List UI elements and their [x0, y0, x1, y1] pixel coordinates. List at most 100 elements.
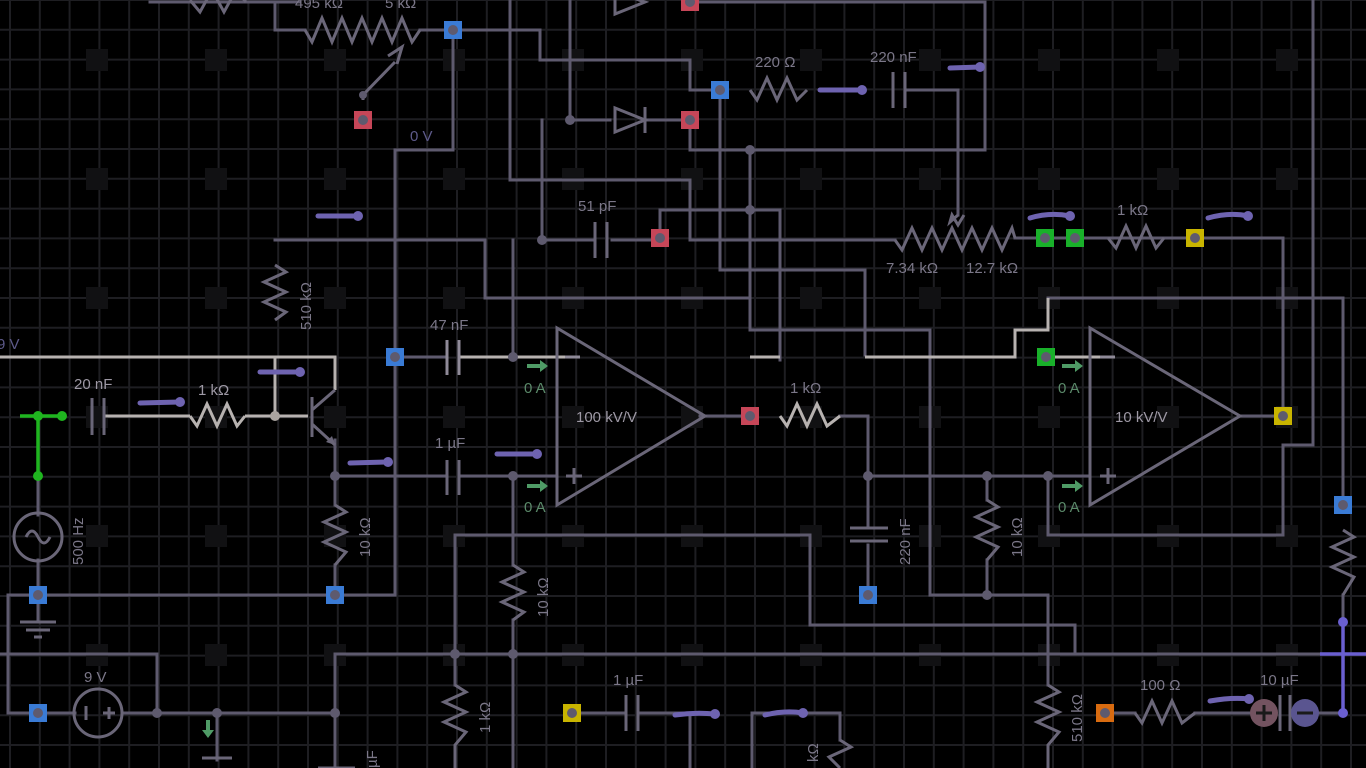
label-opamp2-minus-current: 0 A	[1058, 380, 1080, 397]
wire[interactable]	[750, 711, 842, 768]
wire[interactable]	[903, 88, 960, 217]
grid-pad	[919, 168, 941, 190]
resistor-220[interactable]	[748, 74, 809, 104]
resistor-10k-lower[interactable]	[498, 563, 528, 622]
grid-pad	[86, 287, 108, 309]
probe-tip[interactable]	[383, 457, 393, 467]
probe-tip[interactable]	[295, 367, 305, 377]
grid-pad	[324, 287, 346, 309]
grid-pad	[1157, 406, 1179, 428]
probe[interactable]	[762, 709, 806, 718]
probe-tip[interactable]	[353, 211, 363, 221]
label-510k-lower: 510 kΩ	[1069, 694, 1086, 742]
probe[interactable]	[347, 459, 391, 466]
grid-pad	[919, 287, 941, 309]
label-partial-uf: µF	[364, 750, 381, 768]
wire[interactable]	[273, 0, 307, 32]
wire[interactable]	[838, 414, 870, 527]
grid-pad	[1276, 168, 1298, 190]
label-51pf: 51 pF	[578, 198, 616, 215]
opamp-2[interactable]	[1088, 325, 1243, 508]
resistor-1k-lower[interactable]	[440, 683, 470, 768]
probe[interactable]	[137, 399, 183, 406]
wire[interactable]	[453, 533, 1077, 656]
grid-pad	[443, 168, 465, 190]
wire[interactable]	[273, 238, 1050, 597]
probe-tip[interactable]	[857, 85, 867, 95]
grid-pad	[800, 168, 822, 190]
label-10uf: 10 µF	[1260, 672, 1299, 689]
junction	[57, 411, 67, 421]
terminal-pin	[33, 708, 43, 718]
terminal-pin	[685, 0, 695, 7]
resistor-top-left[interactable]	[188, 0, 248, 16]
label-220nf-mid: 220 nF	[897, 518, 914, 565]
wire[interactable]	[0, 652, 159, 715]
resistor-right-edge[interactable]	[1328, 528, 1358, 596]
terminal-pin	[715, 85, 725, 95]
label-220nf-top: 220 nF	[870, 49, 917, 66]
probe[interactable]	[672, 710, 718, 718]
wire[interactable]	[393, 28, 455, 597]
wire[interactable]	[6, 593, 77, 715]
transistor-collector	[311, 388, 336, 412]
wire[interactable]	[120, 652, 1366, 715]
resistor-1k-input[interactable]	[188, 400, 247, 430]
terminal-pin	[1041, 352, 1051, 362]
wire[interactable]	[508, 0, 897, 242]
wire[interactable]	[1013, 236, 1285, 416]
junction	[537, 235, 547, 245]
probe-tip[interactable]	[532, 449, 542, 459]
probe-tip[interactable]	[975, 62, 985, 72]
junction	[33, 471, 43, 481]
probe[interactable]	[1205, 211, 1251, 221]
resistor-510k[interactable]	[260, 263, 290, 322]
probe-tip[interactable]	[1243, 211, 1253, 221]
resistor-1k-top-right[interactable]	[1106, 222, 1166, 252]
diode-top[interactable]	[613, 0, 650, 17]
resistor-510k-lower[interactable]	[1033, 683, 1063, 768]
wire[interactable]	[1046, 0, 1315, 537]
opamp-1[interactable]	[555, 325, 708, 508]
junction	[359, 91, 367, 99]
probe[interactable]	[1207, 695, 1252, 704]
probe-tip[interactable]	[175, 397, 185, 407]
junction	[508, 471, 518, 481]
grid-pad	[443, 287, 465, 309]
terminal-pin	[1190, 233, 1200, 243]
junction	[330, 471, 340, 481]
ac-source[interactable]	[12, 511, 64, 563]
probe-tip[interactable]	[1244, 694, 1254, 704]
potentiometer-right[interactable]	[893, 223, 1017, 254]
resistor-10k-right[interactable]	[972, 498, 1002, 561]
probe-tip[interactable]	[710, 709, 720, 719]
potentiometer-top[interactable]	[303, 14, 422, 46]
grid-pad	[919, 49, 941, 71]
wire[interactable]	[985, 558, 1050, 687]
probe[interactable]	[947, 64, 983, 71]
terminal-pin	[1100, 708, 1110, 718]
dc-source[interactable]	[72, 687, 124, 739]
grid-pad	[1157, 168, 1179, 190]
label-5k: 5 kΩ	[385, 0, 416, 12]
label-10k-lower: 10 kΩ	[535, 577, 552, 617]
grid-pad	[205, 644, 227, 666]
resistor-1k-mid[interactable]	[778, 400, 841, 430]
wire[interactable]	[1046, 296, 1345, 507]
diode[interactable]	[613, 105, 650, 135]
wire[interactable]	[718, 88, 867, 357]
probe-tip[interactable]	[1065, 211, 1075, 221]
resistor-10k-emitter[interactable]	[320, 503, 350, 566]
label-1k-lower: 1 kΩ	[477, 702, 494, 733]
probe[interactable]	[1027, 211, 1073, 221]
pot-wiper-arrow	[387, 43, 405, 65]
junction	[1338, 617, 1348, 627]
wire[interactable]	[0, 355, 337, 390]
labels: 495 kΩ 5 kΩ 0 V 220 Ω 220 nF 51 pF 7.34 …	[0, 0, 1299, 768]
resistor-partial[interactable]	[826, 738, 855, 768]
wire[interactable]	[610, 208, 782, 362]
wire[interactable]	[865, 298, 1050, 359]
resistor-100[interactable]	[1133, 697, 1196, 727]
probe-tip[interactable]	[798, 708, 808, 718]
